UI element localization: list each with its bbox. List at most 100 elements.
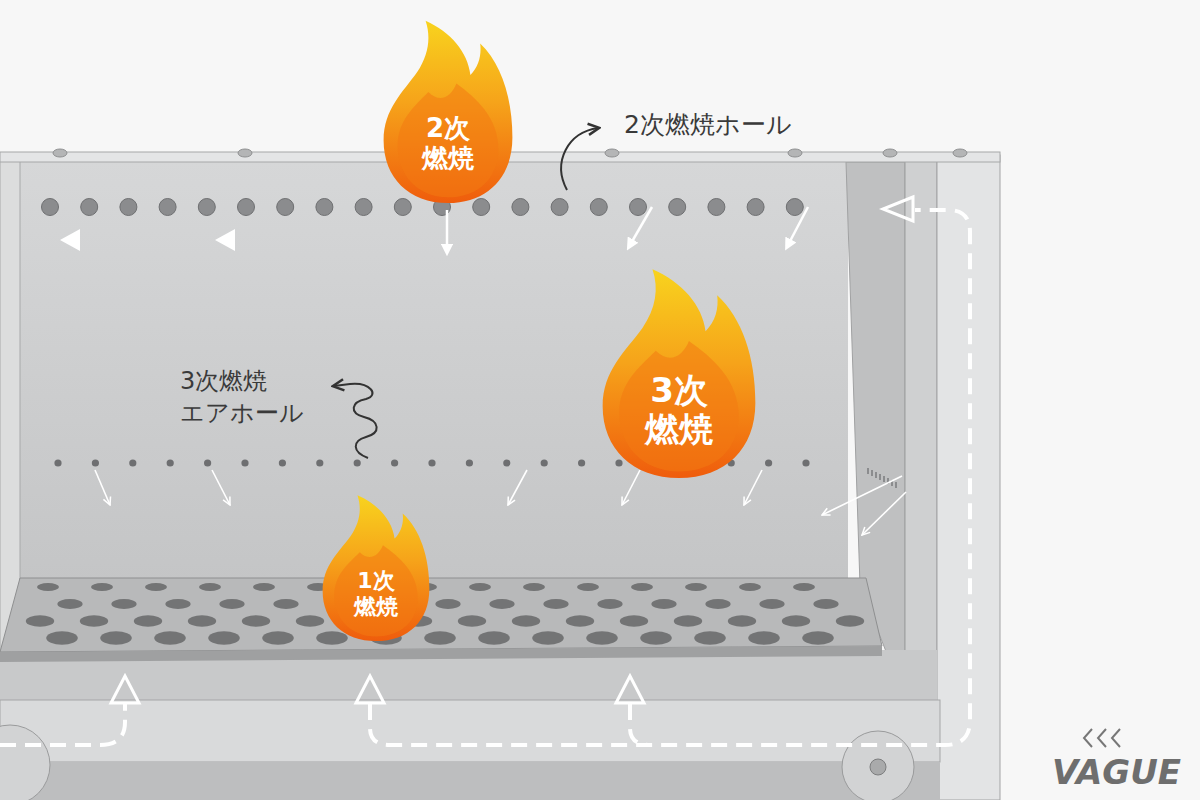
back-panel [18, 160, 848, 585]
grate-hole [543, 599, 568, 609]
grate-hole [728, 615, 756, 627]
grate-hole [631, 583, 653, 591]
flow-arrow [788, 207, 808, 245]
flow-triangle [215, 229, 235, 251]
tertiary-hole [92, 459, 99, 466]
grate-hole [111, 599, 136, 609]
grate-hole [685, 583, 707, 591]
grate-hole [199, 583, 221, 591]
flame-text: 1次 燃焼 [350, 568, 403, 619]
grate-hole [694, 631, 726, 644]
flame-body: 3次 燃焼 [596, 351, 762, 470]
flow-arrow [630, 207, 652, 245]
flame-core [619, 341, 739, 471]
secondary-hole [786, 199, 803, 216]
grate-hole [759, 599, 784, 609]
tertiary-hole [615, 459, 622, 466]
flame-badge: 3次 燃焼 [596, 266, 762, 478]
grate-hole [253, 583, 275, 591]
tertiary-hole [316, 459, 323, 466]
secondary-hole [316, 199, 333, 216]
secondary-hole [630, 199, 647, 216]
grate-hole [478, 631, 510, 644]
grate-hole [424, 631, 456, 644]
right-post [905, 155, 937, 725]
flame-badge: 2次 燃焼 [378, 18, 518, 203]
rivet [238, 149, 252, 157]
flame-body: 1次 燃焼 [318, 552, 434, 635]
grate-hole [739, 583, 761, 591]
grate-hole [37, 583, 59, 591]
air-path [630, 704, 650, 745]
base-rail [0, 700, 940, 762]
grate-hole [748, 631, 780, 644]
logo-chevron [1084, 729, 1092, 747]
tertiary-hole [54, 459, 61, 466]
air-path [370, 210, 970, 745]
secondary-hole [355, 199, 372, 216]
vent-slot [871, 470, 873, 476]
grate-hole [208, 631, 240, 644]
vent-slot [879, 474, 881, 480]
flame-badge: 1次 燃焼 [318, 493, 434, 641]
air-path [0, 704, 125, 745]
vent-slot [895, 482, 897, 488]
secondary-hole [81, 199, 98, 216]
grate-hole [586, 631, 618, 644]
grate-hole [836, 615, 864, 627]
grate-hole [523, 583, 545, 591]
tertiary-hole [428, 459, 435, 466]
vent-slot [875, 472, 877, 478]
secondary-hole [42, 199, 59, 216]
grate-hole [100, 631, 132, 644]
tertiary-hole [279, 459, 286, 466]
grate-hole [154, 631, 186, 644]
flame-shape [378, 18, 518, 203]
secondary-hole [198, 199, 215, 216]
logo-chevron [1112, 729, 1120, 747]
secondary-hole [238, 199, 255, 216]
secondary-hole [590, 199, 607, 216]
flow-arrow [446, 210, 449, 250]
secondary-hole [120, 199, 137, 216]
grate-hole [262, 631, 294, 644]
tertiary-hole [204, 459, 211, 466]
flow-arrow [508, 470, 527, 505]
secondary-hole [747, 199, 764, 216]
grate-hole [26, 615, 54, 627]
flame-shape [318, 493, 434, 641]
tertiary-hole [129, 459, 136, 466]
flame-text: 2次 燃焼 [417, 114, 479, 174]
air-inlet-triangle [111, 676, 139, 703]
flame-outline [323, 495, 430, 641]
secondary-hole [473, 199, 490, 216]
grate-edge [0, 646, 882, 662]
grate-hole [165, 599, 190, 609]
air-inlet-triangle [356, 676, 384, 703]
secondary-hole [512, 199, 529, 216]
grate-hole [91, 583, 113, 591]
flow-arrow [744, 470, 762, 505]
rivet [883, 149, 897, 157]
flame-body: 2次 燃焼 [378, 92, 518, 196]
flow-arrow [212, 470, 230, 505]
secondary-hole [669, 199, 686, 216]
tertiary-hole [391, 459, 398, 466]
flow-arrow [95, 470, 110, 505]
grate-hole [57, 599, 82, 609]
flow-triangle [60, 229, 80, 251]
rivet [788, 149, 802, 157]
flow-arrow [862, 492, 906, 535]
watermark: VAGUE [1052, 750, 1181, 796]
flame-core [334, 545, 418, 636]
tertiary-hole [466, 459, 473, 466]
grate-hole [134, 615, 162, 627]
grate-hole [316, 631, 348, 644]
grate-hole [512, 615, 540, 627]
grate-hole [782, 615, 810, 627]
grate-hole [188, 615, 216, 627]
secondary-hole [708, 199, 725, 216]
grate-hole [640, 631, 672, 644]
